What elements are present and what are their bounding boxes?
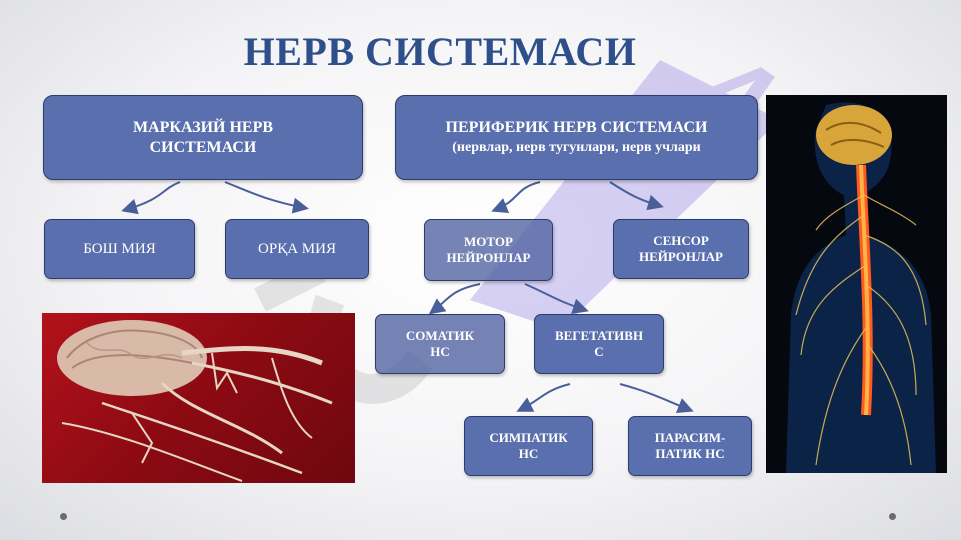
brain-nerves-illustration [57, 320, 333, 482]
node-motor-neurons: МОТОР НЕЙРОНЛАР [424, 219, 553, 281]
brain-nerves-image [42, 313, 355, 483]
node-peripheral-line1: ПЕРИФЕРИК НЕРВ СИСТЕМАСИ [445, 119, 708, 136]
node-central-line2: СИСТЕМАСИ [149, 138, 257, 156]
bottom-left-dot [60, 513, 67, 520]
node-parasympathetic-line1: ПАРАСИМ- [654, 430, 726, 446]
node-somatic: СОМАТИК НС [375, 314, 505, 374]
node-vegetative-line1: ВЕГЕТАТИВН [554, 328, 644, 344]
connector-peripheral-motor [491, 181, 541, 213]
node-central-nervous-system: МАРКАЗИЙ НЕРВ СИСТЕМАСИ [43, 95, 363, 180]
connector-motor-somatic [428, 283, 481, 315]
connector-central-spinal [224, 181, 309, 214]
node-vegetative-line2: С [594, 344, 604, 359]
bottom-right-dot [889, 513, 896, 520]
node-central-line1: МАРКАЗИЙ НЕРВ [132, 119, 274, 137]
node-peripheral-nervous-system: ПЕРИФЕРИК НЕРВ СИСТЕМАСИ (нервлар, нерв … [395, 95, 758, 180]
node-parasympathetic: ПАРАСИМ- ПАТИК НС [628, 416, 752, 476]
node-motor-line1: МОТОР [464, 234, 513, 250]
node-sympathetic: СИМПАТИК НС [464, 416, 593, 476]
node-sensor-line2: НЕЙРОНЛАР [639, 249, 723, 264]
node-somatic-line1: СОМАТИК [405, 328, 475, 344]
node-somatic-line2: НС [430, 344, 450, 359]
node-sensor-neurons: СЕНСОР НЕЙРОНЛАР [613, 219, 749, 279]
node-parasympathetic-line2: ПАТИК НС [655, 446, 725, 461]
human-nervous-system-image [766, 95, 947, 473]
node-sympathetic-line2: НС [518, 446, 539, 461]
connector-vegetative-parasympathetic [619, 383, 694, 413]
connector-vegetative-sympathetic [516, 383, 571, 412]
connector-motor-vegetative [524, 283, 589, 314]
connector-peripheral-sensor [609, 181, 664, 211]
node-sensor-line1: СЕНСОР [653, 233, 709, 249]
node-spinal-cord: ОРҚА МИЯ [225, 219, 369, 279]
node-brain: БОШ МИЯ [44, 219, 195, 279]
page-title: НЕРВ СИСТЕМАСИ [243, 29, 637, 74]
node-vegetative: ВЕГЕТАТИВН С [534, 314, 664, 374]
human-nervous-system-illustration [786, 102, 936, 473]
node-motor-line2: НЕЙРОНЛАР [446, 250, 531, 265]
connector-central-brain [121, 181, 181, 215]
node-peripheral-line2: (нервлар, нерв тугунлари, нерв учлари [452, 140, 701, 156]
node-sympathetic-line1: СИМПАТИК [489, 430, 568, 446]
